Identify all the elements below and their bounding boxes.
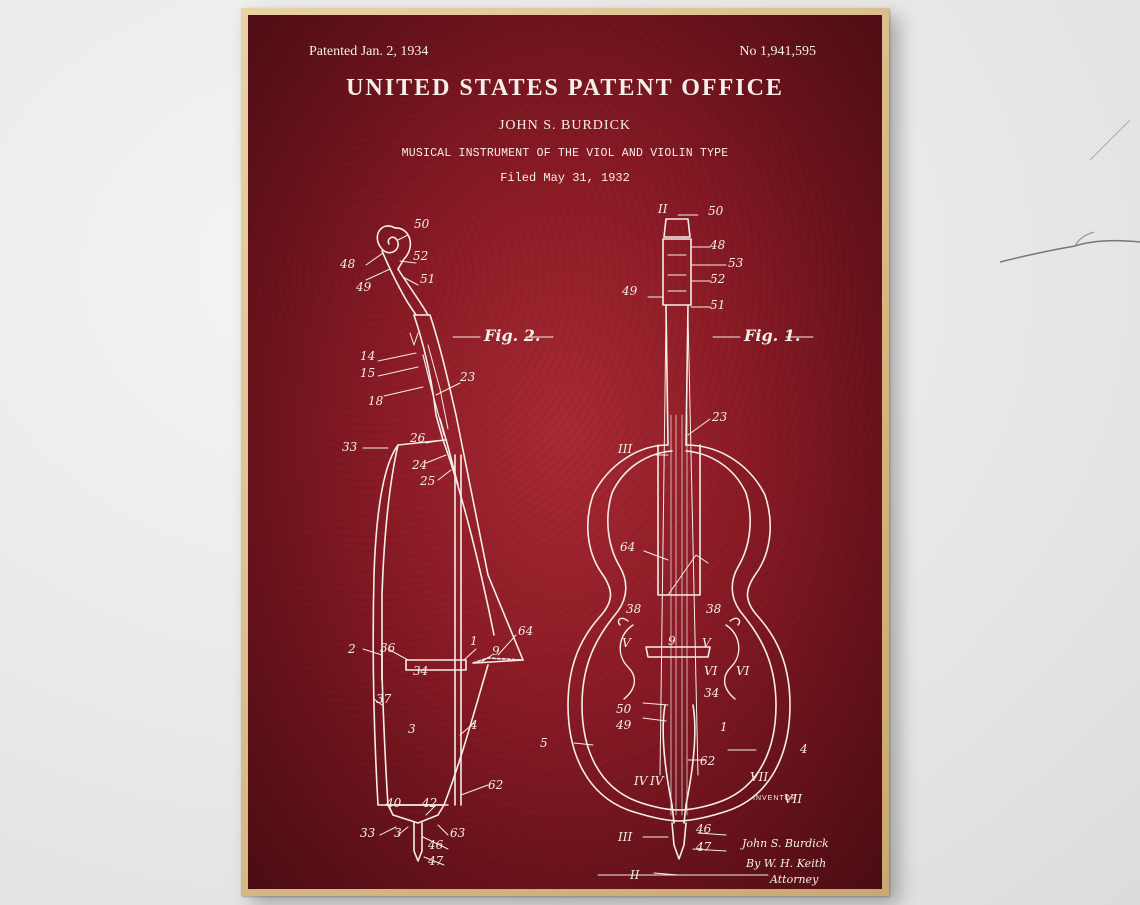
svg-text:III: III — [617, 442, 632, 456]
fig1-front-view — [567, 218, 791, 876]
svg-text:III: III — [617, 830, 632, 844]
svg-text:53: 53 — [728, 256, 744, 270]
svg-text:52: 52 — [710, 272, 725, 286]
svg-text:VII: VII — [784, 792, 802, 806]
svg-text:46: 46 — [427, 838, 444, 852]
svg-text:24: 24 — [411, 458, 427, 472]
paper-texture — [248, 15, 882, 889]
svg-text:3: 3 — [408, 722, 416, 736]
svg-text:64: 64 — [620, 540, 635, 554]
svg-text:1: 1 — [720, 720, 728, 734]
svg-text:V: V — [702, 636, 712, 650]
poster-title: UNITED STATES PATENT OFFICE — [346, 75, 784, 101]
svg-text:52: 52 — [413, 249, 428, 263]
svg-text:34: 34 — [704, 686, 719, 700]
svg-text:2: 2 — [347, 642, 356, 656]
svg-text:V: V — [622, 636, 632, 650]
svg-text:5: 5 — [540, 736, 548, 750]
svg-text:40: 40 — [385, 796, 402, 810]
svg-text:47: 47 — [427, 854, 444, 868]
svg-text:50: 50 — [616, 702, 632, 716]
svg-text:34: 34 — [413, 664, 428, 678]
svg-text:63: 63 — [450, 826, 466, 840]
svg-text:1: 1 — [470, 634, 478, 648]
svg-text:3: 3 — [394, 826, 402, 840]
fig2-side-view — [372, 225, 524, 862]
svg-text:15: 15 — [360, 366, 375, 380]
fig2-label: Fig. 2. — [483, 326, 540, 345]
svg-text:50: 50 — [414, 217, 430, 231]
svg-text:VII: VII — [750, 770, 768, 784]
filing-date: Filed May 31, 1932 — [500, 171, 630, 185]
svg-text:50: 50 — [708, 204, 724, 218]
svg-text:14: 14 — [360, 349, 375, 363]
svg-text:42: 42 — [421, 796, 437, 810]
inventor-signature: John S. Burdick — [740, 837, 829, 850]
svg-text:62: 62 — [700, 754, 715, 768]
svg-text:49: 49 — [355, 280, 372, 294]
svg-text:9: 9 — [492, 644, 500, 658]
svg-text:49: 49 — [615, 718, 632, 732]
fig1-label: Fig. 1. — [743, 326, 800, 345]
inventor-name: JOHN S. BURDICK — [498, 118, 632, 133]
attorney-signature: By W. H. Keith — [745, 857, 826, 870]
svg-text:38: 38 — [626, 602, 642, 616]
svg-text:IV: IV — [633, 774, 649, 788]
svg-text:47: 47 — [695, 840, 712, 854]
svg-text:33: 33 — [342, 440, 358, 454]
poster-frame: Patented Jan. 2, 1934 No 1,941,595 UNITE… — [241, 8, 889, 896]
svg-text:38: 38 — [706, 602, 722, 616]
invention-title: MUSICAL INSTRUMENT OF THE VIOL AND VIOLI… — [401, 147, 729, 160]
svg-text:48: 48 — [339, 257, 356, 271]
svg-text:48: 48 — [709, 238, 726, 252]
svg-text:25: 25 — [419, 474, 435, 488]
svg-text:18: 18 — [368, 394, 384, 408]
svg-text:II: II — [629, 868, 640, 882]
patent-poster: Patented Jan. 2, 1934 No 1,941,595 UNITE… — [248, 15, 882, 889]
svg-text:46: 46 — [695, 822, 712, 836]
svg-text:64: 64 — [518, 624, 533, 638]
patent-date: Patented Jan. 2, 1934 — [309, 44, 429, 59]
svg-text:23: 23 — [711, 410, 728, 424]
svg-text:49: 49 — [621, 284, 638, 298]
patent-number: No 1,941,595 — [739, 44, 816, 59]
svg-text:4: 4 — [799, 742, 808, 756]
svg-text:4: 4 — [469, 718, 478, 732]
svg-text:VI: VI — [704, 664, 718, 678]
attorney-role: Attorney — [769, 873, 819, 886]
svg-text:26: 26 — [409, 431, 426, 445]
svg-text:51: 51 — [420, 272, 435, 286]
svg-text:37: 37 — [376, 692, 392, 706]
svg-text:VI: VI — [736, 664, 750, 678]
svg-text:9: 9 — [668, 634, 676, 648]
svg-text:33: 33 — [360, 826, 376, 840]
svg-text:51: 51 — [710, 298, 725, 312]
svg-text:36: 36 — [380, 641, 396, 655]
svg-text:23: 23 — [459, 370, 476, 384]
inventor-label: INVENTOR — [753, 795, 798, 802]
svg-text:62: 62 — [488, 778, 503, 792]
svg-text:II: II — [657, 202, 668, 216]
svg-text:IV: IV — [649, 774, 665, 788]
